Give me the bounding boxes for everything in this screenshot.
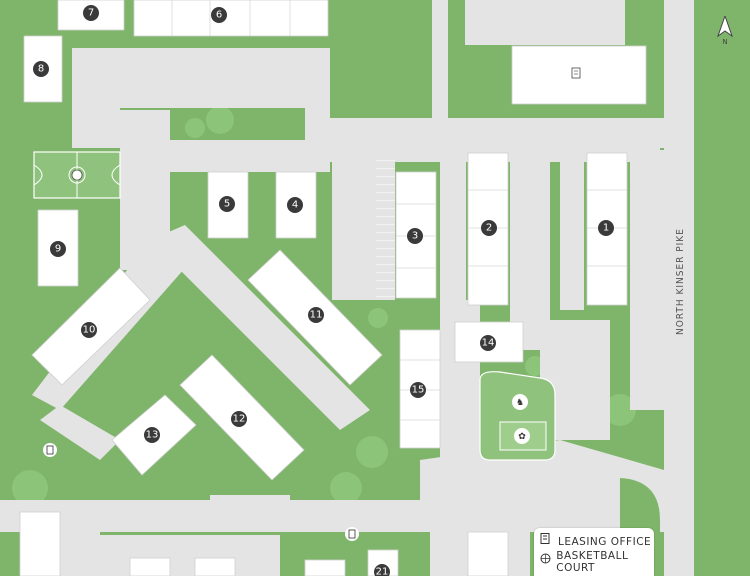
building-6-badge: 6 — [211, 7, 227, 23]
svg-text:1: 1 — [603, 223, 609, 234]
building-2-badge: 2 — [481, 220, 497, 236]
building-14-badge: 14 — [480, 335, 496, 351]
legend-label: LEASING OFFICE — [558, 536, 652, 548]
svg-text:11: 11 — [310, 310, 323, 321]
building-8-badge: 8 — [33, 61, 49, 77]
svg-text:9: 9 — [55, 244, 61, 255]
leasing-office-shape — [511, 45, 647, 105]
svg-text:4: 4 — [292, 200, 298, 211]
legend-label: BASKETBALL COURT — [556, 550, 629, 574]
north-letter: N — [722, 38, 728, 46]
svg-text:2: 2 — [486, 223, 492, 234]
svg-text:15: 15 — [412, 385, 425, 396]
svg-text:6: 6 — [216, 10, 222, 21]
road-name-label: NORTH KINSER PIKE — [675, 228, 686, 335]
building-3-badge: 3 — [407, 228, 423, 244]
trash-icon — [43, 443, 57, 457]
north-arrow-icon — [717, 16, 733, 38]
roads — [0, 0, 694, 576]
svg-text:3: 3 — [412, 231, 418, 242]
svg-text:14: 14 — [482, 338, 495, 349]
svg-text:7: 7 — [88, 8, 94, 19]
building-4-badge: 4 — [287, 197, 303, 213]
svg-text:21: 21 — [376, 567, 389, 576]
building-1-badge: 1 — [598, 220, 614, 236]
trash-icon — [345, 527, 359, 541]
leasing-office-building-icon — [571, 67, 581, 79]
map-legend: LEASING OFFICE BASKETBALL COURT — [534, 528, 654, 576]
building-9-shape — [37, 209, 79, 287]
building-10-badge: 10 — [81, 322, 97, 338]
building-7-badge: 7 — [83, 5, 99, 21]
building-11-badge: 11 — [308, 307, 324, 323]
north-compass: N — [716, 16, 734, 52]
svg-text:13: 13 — [146, 430, 159, 441]
svg-text:10: 10 — [83, 325, 96, 336]
basketball-court — [33, 151, 121, 199]
building-6-shape — [133, 0, 329, 37]
pet-station-icon: ♞ — [516, 398, 524, 408]
building-9-badge: 9 — [50, 241, 66, 257]
north-kinser-pike-road — [664, 0, 694, 576]
svg-text:12: 12 — [233, 414, 246, 425]
basketball-icon — [540, 553, 551, 568]
building-15-badge: 15 — [410, 382, 426, 398]
building-12-badge: 12 — [231, 411, 247, 427]
building-badges: 1 2 3 4 5 6 7 8 9 10 11 12 13 14 15 21 — [33, 5, 614, 576]
paw-icon: ✿ — [518, 432, 526, 442]
svg-text:5: 5 — [224, 199, 230, 210]
svg-text:8: 8 — [38, 64, 44, 75]
building-icon — [540, 533, 552, 548]
legend-item-basketball-court: BASKETBALL COURT — [540, 550, 654, 574]
dog-park — [479, 371, 556, 461]
building-13-badge: 13 — [144, 427, 160, 443]
legend-item-leasing-office: LEASING OFFICE — [540, 533, 651, 551]
building-21-badge: 21 — [374, 564, 390, 576]
building-5-badge: 5 — [219, 196, 235, 212]
